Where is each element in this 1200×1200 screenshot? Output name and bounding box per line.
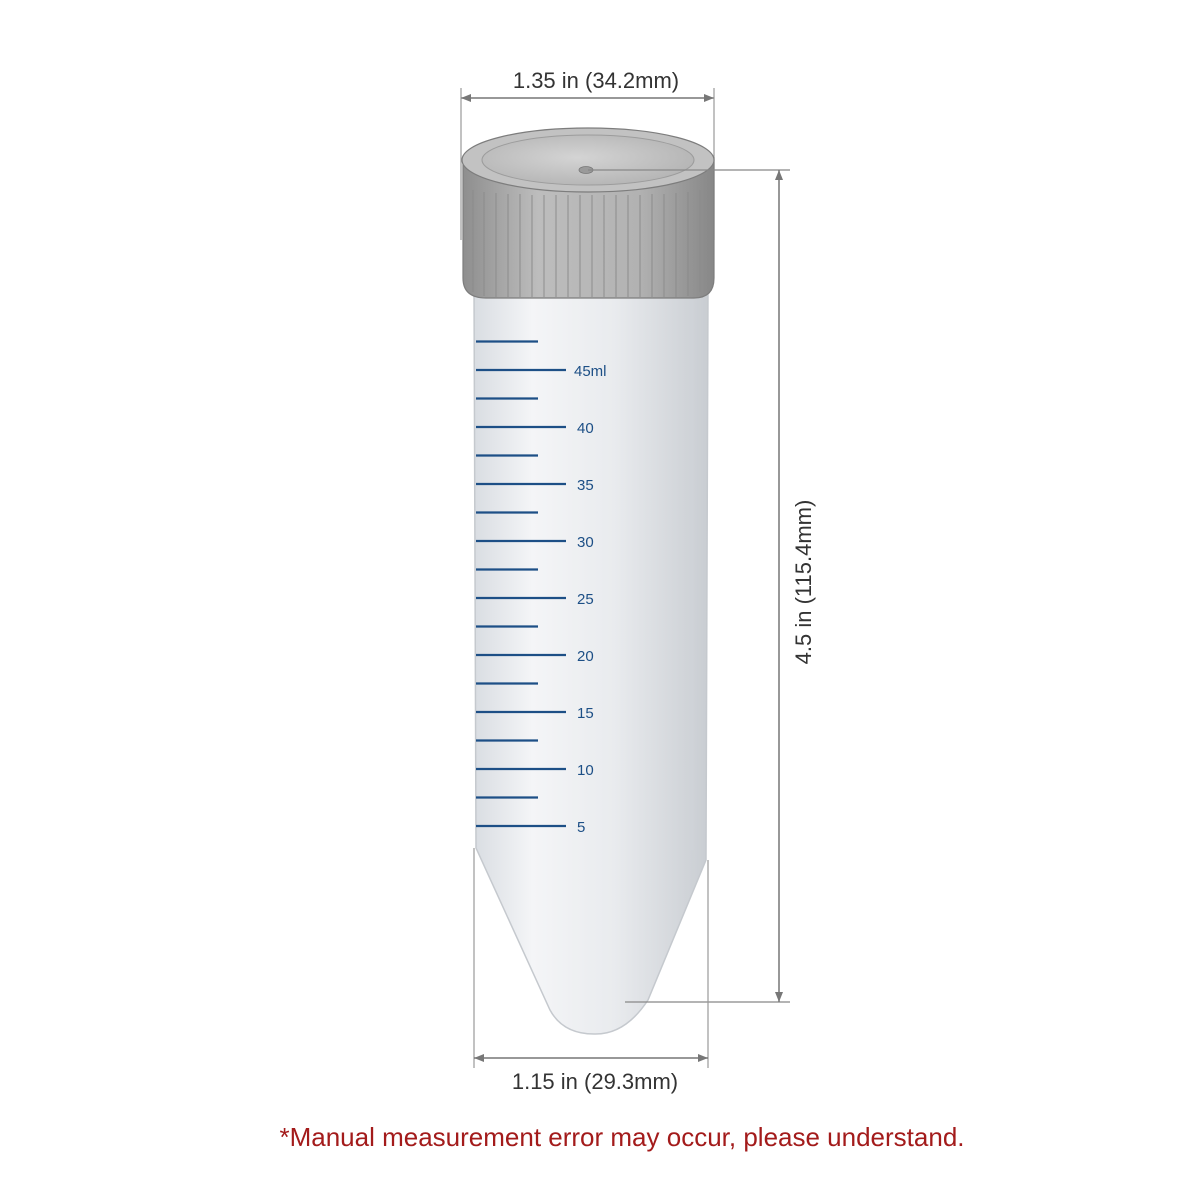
graduation-label: 45ml: [574, 363, 607, 380]
cap-ridges: [472, 190, 701, 297]
graduation-label: 40: [577, 420, 594, 437]
graduation-scale: 45ml 40 35 30 25 20 15 10 5: [476, 340, 607, 836]
graduation-label: 20: [577, 648, 594, 665]
graduation-label: 5: [577, 819, 585, 836]
height-dimension: 4.5 in (115.4mm): [588, 169, 816, 1003]
top-width-dimension: 1.35 in (34.2mm): [460, 68, 715, 240]
graduation-label: 30: [577, 534, 594, 551]
bottom-width-label: 1.15 in (29.3mm): [512, 1069, 678, 1094]
measurement-error-note: *Manual measurement error may occur, ple…: [279, 1122, 965, 1152]
graduation-label: 35: [577, 477, 594, 494]
graduation-label: 15: [577, 705, 594, 722]
graduation-label: 25: [577, 591, 594, 608]
bottom-width-dimension: 1.15 in (29.3mm): [473, 848, 709, 1094]
top-width-label: 1.35 in (34.2mm): [513, 68, 679, 93]
graduation-label: 10: [577, 762, 594, 779]
height-label: 4.5 in (115.4mm): [791, 500, 816, 665]
tube-cap: [461, 127, 715, 299]
